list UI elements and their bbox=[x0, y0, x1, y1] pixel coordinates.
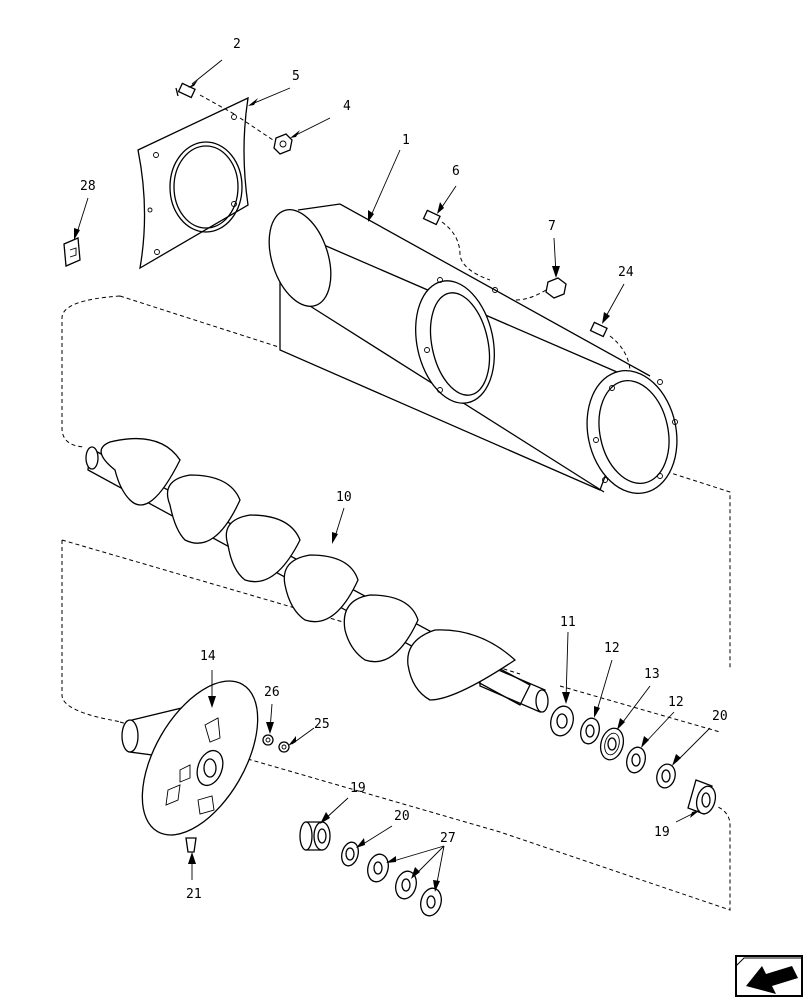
callout-24: 24 bbox=[618, 265, 634, 280]
bushing-part-20-a bbox=[656, 763, 676, 789]
callout-14: 14 bbox=[200, 649, 216, 664]
callout-20-b: 20 bbox=[394, 809, 410, 824]
callout-labels: 2 5 4 1 6 7 24 28 10 11 12 13 12 20 19 1… bbox=[80, 37, 728, 902]
bolt-part-6 bbox=[422, 209, 491, 281]
washer-part-12-b bbox=[626, 746, 646, 774]
washer-part-27-b bbox=[395, 870, 417, 900]
callout-19-b: 19 bbox=[350, 781, 366, 796]
bearing-part-19-b bbox=[299, 821, 331, 851]
arrow-left-icon[interactable] bbox=[735, 955, 803, 997]
callout-28: 28 bbox=[80, 179, 96, 194]
callout-1: 1 bbox=[402, 133, 410, 148]
callout-4: 4 bbox=[343, 99, 351, 114]
bushing-part-20-b bbox=[341, 841, 359, 867]
bolt-part-2 bbox=[175, 82, 196, 99]
callout-2: 2 bbox=[233, 37, 241, 52]
callout-12-b: 12 bbox=[668, 695, 684, 710]
bearing-part-13 bbox=[599, 727, 625, 761]
callout-11: 11 bbox=[560, 615, 576, 630]
washer-part-27-c bbox=[420, 887, 442, 917]
callout-25: 25 bbox=[314, 717, 330, 732]
callout-7: 7 bbox=[548, 219, 556, 234]
callout-6: 6 bbox=[452, 164, 460, 179]
bearing-part-19-a bbox=[687, 779, 717, 815]
leader-lines bbox=[74, 59, 711, 892]
end-disc bbox=[121, 680, 259, 836]
callout-10: 10 bbox=[336, 490, 352, 505]
nut-part-25 bbox=[278, 741, 290, 753]
bolt-part-24 bbox=[589, 321, 631, 371]
auger-flighting bbox=[85, 437, 549, 713]
washer-part-12-a bbox=[580, 717, 600, 745]
nut-part-4 bbox=[273, 133, 293, 155]
callout-19-a: 19 bbox=[654, 825, 670, 840]
nut-part-26 bbox=[262, 734, 274, 746]
callout-21: 21 bbox=[186, 887, 202, 902]
callout-5: 5 bbox=[292, 69, 300, 84]
callout-12-a: 12 bbox=[604, 641, 620, 656]
auger-tube bbox=[268, 203, 678, 494]
callout-26: 26 bbox=[264, 685, 280, 700]
callout-20-a: 20 bbox=[712, 709, 728, 724]
callout-27: 27 bbox=[440, 831, 456, 846]
nut-part-7 bbox=[514, 277, 567, 301]
screw-part-21 bbox=[185, 837, 197, 853]
mounting-plate bbox=[137, 96, 249, 270]
clip-part-28 bbox=[63, 237, 81, 267]
washer-part-11 bbox=[550, 705, 574, 737]
callout-13: 13 bbox=[644, 667, 660, 682]
washer-part-27-a bbox=[367, 853, 389, 883]
